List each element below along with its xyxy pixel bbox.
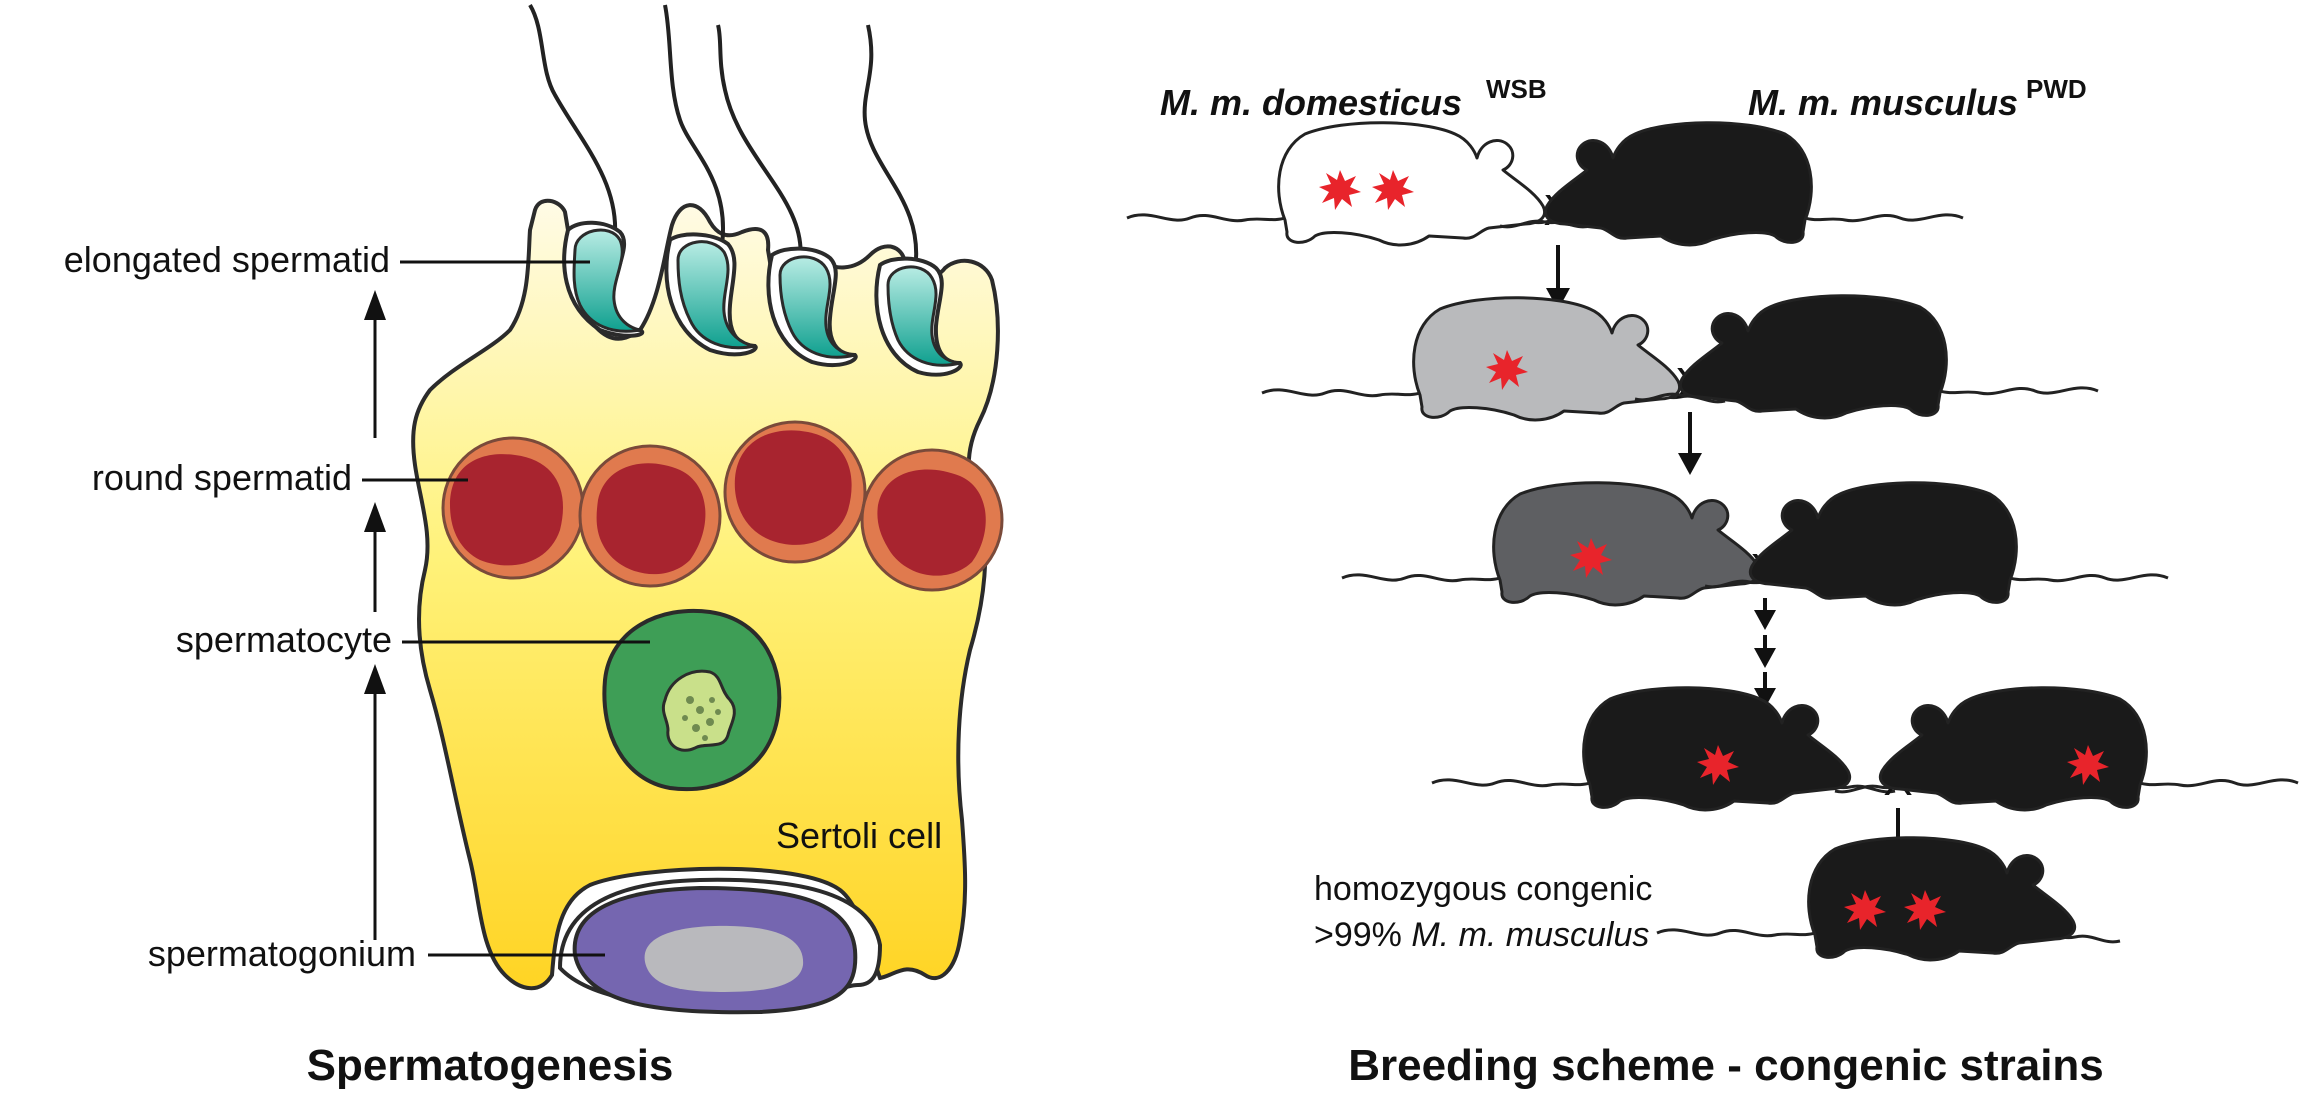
round-spermatid-4 (860, 448, 1004, 592)
result-line-2-italic: M. m. musculus (1411, 916, 1649, 954)
strain-domesticus-label: M. m. domesticus (1160, 82, 1462, 123)
result-line-2-prefix: >99% (1314, 916, 1411, 954)
elongated-spermatid-2 (664, 232, 758, 357)
mouse-congenic-black-1 (1430, 686, 1897, 812)
round-spermatid-3 (723, 420, 867, 564)
mouse-homozygous-congenic (1655, 836, 2122, 962)
round-spermatid-1 (441, 436, 585, 580)
mouse-backcross-dark-gray (1340, 481, 1807, 607)
mouse-f1-light-gray (1260, 296, 1727, 422)
arrow-down-2 (1678, 412, 1702, 475)
spermatogenesis-panel: elongated spermatid round spermatid sper… (64, 3, 1004, 1090)
round-spermatid-2 (578, 444, 722, 588)
result-line-2: >99% M. m. musculus (1314, 916, 1649, 954)
progression-arrows (364, 290, 386, 940)
title-spermatogenesis: Spermatogenesis (307, 1041, 674, 1090)
breeding-scheme-panel: M. m. domesticus WSB M. m. musculus PWD … (1125, 74, 2299, 1090)
strain-musculus-sup: PWD (2026, 74, 2087, 104)
flagella (528, 3, 919, 271)
sertoli-cell (411, 198, 1000, 991)
spermatogonium-cell (572, 885, 858, 1015)
label-spermatocyte: spermatocyte (176, 619, 392, 660)
title-breeding-scheme: Breeding scheme - congenic strains (1348, 1041, 2104, 1090)
arrow-down-3-series (1754, 598, 1776, 708)
label-round-spermatid: round spermatid (92, 457, 352, 498)
label-spermatogonium: spermatogonium (148, 933, 416, 974)
strain-domesticus-sup: WSB (1486, 74, 1547, 104)
elongated-spermatid-4 (874, 256, 963, 377)
label-elongated-spermatid: elongated spermatid (64, 239, 390, 280)
result-line-1: homozygous congenic (1314, 870, 1652, 908)
label-sertoli-cell: Sertoli cell (776, 815, 942, 856)
elongated-spermatid-1 (562, 220, 645, 338)
leader-lines (362, 260, 650, 957)
elongated-spermatid-3 (766, 246, 858, 367)
strain-musculus-label: M. m. musculus (1748, 82, 2018, 123)
spermatocyte-cell (602, 608, 782, 792)
mouse-wsb-white (1125, 121, 1592, 247)
